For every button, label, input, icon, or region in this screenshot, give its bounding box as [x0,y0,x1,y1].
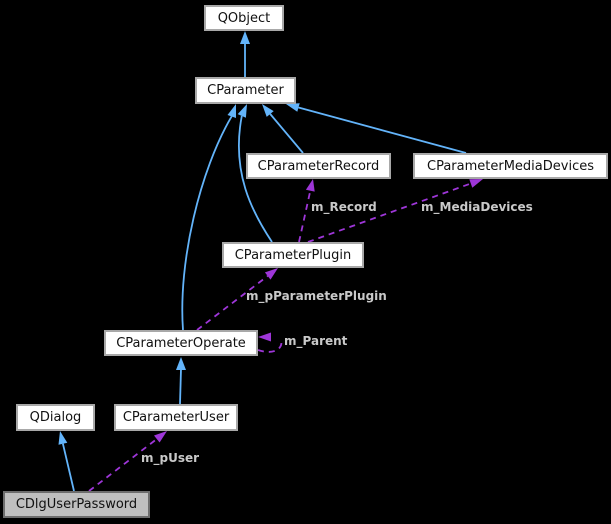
node-qdialog[interactable]: QDialog [16,404,95,431]
edge-operate-self-m-parent [257,332,283,353]
edge-plugin-to-cparameter [237,104,273,243]
node-cparameteroperate[interactable]: CParameterOperate [104,330,258,356]
edge-record-to-cparameter [262,104,304,154]
edge-plugin-to-media-m-mediadevices [307,179,483,243]
node-cdlguserpassword: CDlgUserPassword [3,491,150,518]
edge-label-m-record: m_Record [311,200,377,214]
node-cparameteruser[interactable]: CParameterUser [114,404,238,431]
node-qobject[interactable]: QObject [204,5,284,31]
node-cparameterrecord[interactable]: CParameterRecord [246,153,391,179]
node-cparameter[interactable]: CParameter [195,77,296,104]
edge-dlg-to-user-m-puser [88,431,167,492]
edge-cparameter-to-qobject [240,31,250,77]
node-cparameterplugin[interactable]: CParameterPlugin [222,242,364,268]
edge-operate-to-cparameter [181,104,236,331]
edge-label-m-pparameterplugin: m_pParameterPlugin [246,289,387,303]
edge-media-to-cparameter [286,103,467,154]
edge-operate-to-plugin-m-pparameterplugin [196,268,278,331]
edge-label-m-puser: m_pUser [141,451,200,465]
edge-user-to-operate [176,357,186,405]
edge-label-m-parent: m_Parent [284,334,348,348]
node-cparametermediadevices[interactable]: CParameterMediaDevices [413,153,608,179]
edge-label-m-mediadevices: m_MediaDevices [421,200,533,214]
edge-dlg-to-qdialog [58,431,75,492]
edge-plugin-to-record-m-record [298,179,315,243]
